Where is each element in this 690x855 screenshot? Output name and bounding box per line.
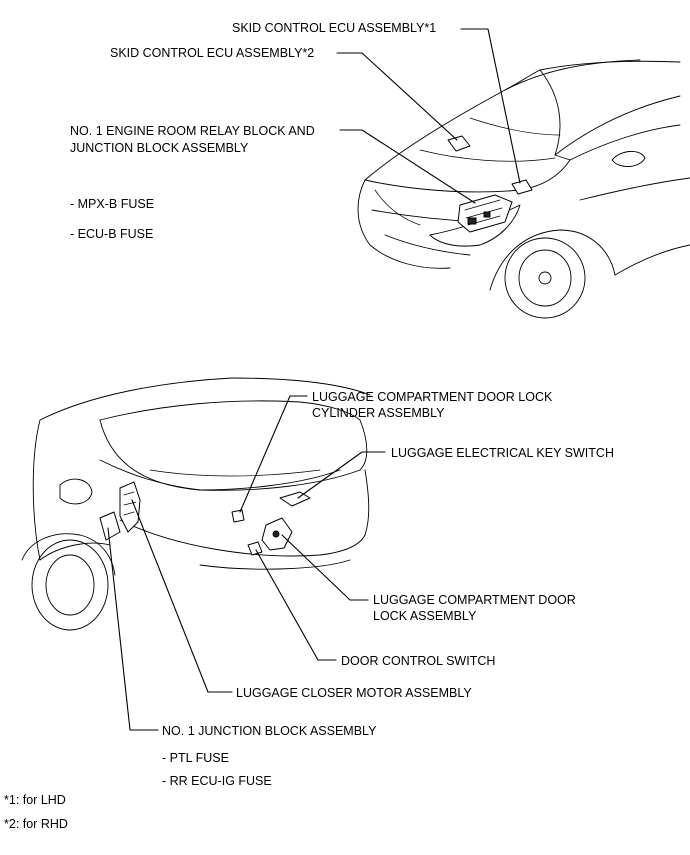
mpx-b-fuse-label: - MPX-B FUSE [70,197,155,211]
engine-room-relay-block-label-line2: JUNCTION BLOCK ASSEMBLY [70,141,249,155]
front-vehicle-drawing [357,59,690,319]
rear-vehicle-drawing [21,377,371,631]
lock-cylinder-label-line2: CYLINDER ASSEMBLY [312,406,445,420]
lock-cylinder-label-line1: LUGGAGE COMPARTMENT DOOR LOCK [312,390,553,404]
rear-leader-lines [107,395,386,731]
door-control-switch-label: DOOR CONTROL SWITCH [341,654,496,668]
engine-room-relay-block-label-line1: NO. 1 ENGINE ROOM RELAY BLOCK AND [70,124,315,138]
junction-block-label: NO. 1 JUNCTION BLOCK ASSEMBLY [162,724,377,738]
door-lock-assembly-label-line2: LOCK ASSEMBLY [373,609,477,623]
ptl-fuse-label: - PTL FUSE [162,751,229,765]
rr-ecu-ig-fuse-label: - RR ECU-IG FUSE [162,774,272,788]
electrical-key-switch-label: LUGGAGE ELECTRICAL KEY SWITCH [391,446,614,460]
front-leader-lines [336,28,521,204]
door-lock-assembly-label-line1: LUGGAGE COMPARTMENT DOOR [373,593,576,607]
skid-control-ecu-1-label: SKID CONTROL ECU ASSEMBLY*1 [232,21,437,35]
footnote-lhd: *1: for LHD [4,793,66,807]
ecu-b-fuse-label: - ECU-B FUSE [70,227,154,241]
skid-control-ecu-2-label: SKID CONTROL ECU ASSEMBLY*2 [110,46,315,60]
closer-motor-label: LUGGAGE CLOSER MOTOR ASSEMBLY [236,686,472,700]
footnote-rhd: *2: for RHD [4,817,68,831]
